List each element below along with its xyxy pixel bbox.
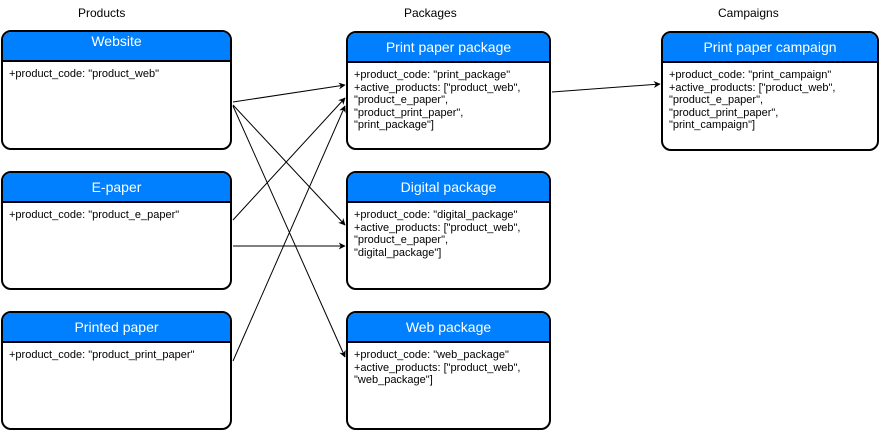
- attribute-line: "web_package"]: [354, 374, 433, 387]
- attribute-line: +active_products: ["product_web",: [669, 81, 836, 94]
- column-title-campaigns: Campaigns: [718, 6, 779, 20]
- edge-print-package-to-campaign: [551, 80, 661, 93]
- node-title: Web package: [348, 313, 549, 343]
- edge-epaper-to-print-package: [232, 97, 346, 221]
- node-title: Digital package: [348, 173, 549, 203]
- edge-website-to-web-package: [232, 105, 346, 358]
- node-printed-paper: Printed paper +product_code: "product_pr…: [1, 311, 232, 430]
- node-attributes: +product_code: "print_package" +active_p…: [348, 63, 549, 132]
- attribute-line: +product_code: "product_web": [9, 68, 159, 80]
- attribute-line: +product_code: "print_package": [354, 69, 511, 81]
- attribute-line: +active_products: ["product_web",: [354, 361, 521, 374]
- column-title-packages: Packages: [404, 6, 457, 20]
- node-title: E-paper: [3, 173, 230, 203]
- attribute-line: +product_code: "digital_package": [354, 209, 518, 221]
- node-attributes: +product_code: "product_web": [3, 62, 230, 81]
- attribute-line: "product_print_paper",: [669, 106, 779, 119]
- edge-website-to-print-package: [232, 82, 346, 103]
- node-web-package: Web package +product_code: "web_package"…: [346, 311, 551, 430]
- node-title: Printed paper: [3, 313, 230, 343]
- node-digital-package: Digital package +product_code: "digital_…: [346, 171, 551, 290]
- node-attributes: +product_code: "digital_package" +active…: [348, 203, 549, 259]
- node-attributes: +product_code: "product_e_paper": [3, 203, 230, 222]
- attribute-line: "product_e_paper",: [669, 94, 764, 107]
- attribute-line: "product_e_paper",: [354, 94, 449, 107]
- node-website: Website +product_code: "product_web": [1, 30, 232, 150]
- node-title: Print paper package: [348, 33, 549, 63]
- node-attributes: +product_code: "web_package" +active_pro…: [348, 343, 549, 387]
- node-attributes: +product_code: "print_campaign" +active_…: [663, 63, 877, 132]
- edge-website-to-digital-package: [232, 104, 346, 226]
- node-print-paper-campaign: Print paper campaign +product_code: "pri…: [661, 31, 879, 151]
- attribute-line: "digital_package"]: [354, 246, 442, 259]
- attribute-line: +active_products: ["product_web",: [354, 221, 521, 234]
- attribute-line: +active_products: ["product_web",: [354, 81, 521, 94]
- node-title: Print paper campaign: [663, 33, 877, 63]
- attribute-line: "print_campaign"]: [669, 119, 756, 132]
- edge-printed-to-print-package: [232, 105, 346, 362]
- attribute-line: +product_code: "web_package": [354, 349, 509, 361]
- attribute-line: "product_e_paper",: [354, 234, 449, 247]
- attribute-line: "product_print_paper",: [354, 106, 464, 119]
- node-attributes: +product_code: "product_print_paper": [3, 343, 230, 362]
- attribute-line: +product_code: "product_print_paper": [9, 349, 195, 361]
- attribute-line: +product_code: "print_campaign": [669, 69, 832, 81]
- attribute-line: "print_package"]: [354, 119, 434, 132]
- node-print-paper-package: Print paper package +product_code: "prin…: [346, 31, 551, 150]
- node-epaper: E-paper +product_code: "product_e_paper": [1, 171, 232, 290]
- column-title-products: Products: [78, 6, 126, 20]
- attribute-line: +product_code: "product_e_paper": [9, 209, 180, 221]
- node-title: Website: [3, 32, 230, 62]
